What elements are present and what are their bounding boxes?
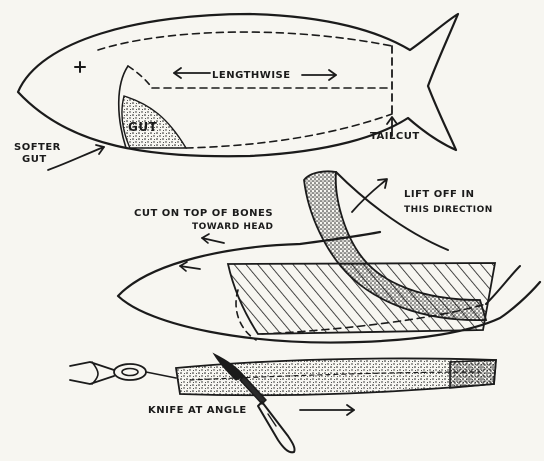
top-fish-ventral-dash xyxy=(186,114,392,148)
gut-label: GUT xyxy=(128,120,158,134)
lengthwise-arrow-right xyxy=(302,70,336,80)
toward-head-arrow-1 xyxy=(202,234,224,243)
knife-direction-arrow xyxy=(300,405,354,415)
top-fish-dorsal-dash xyxy=(98,32,392,50)
toward-head-arrow-2 xyxy=(180,262,200,271)
skin-fillet-dark-end xyxy=(450,360,496,388)
knife-at-angle-label: KNIFE AT ANGLE xyxy=(148,405,247,416)
cut-on-top-label-line2: TOWARD HEAD xyxy=(192,222,273,232)
middle-fish: CUT ON TOP OF BONES TOWARD HEAD LIFT OFF… xyxy=(118,171,540,342)
lift-off-label-line2: THIS DIRECTION xyxy=(404,205,493,215)
softer-gut-label-line1: SOFTER xyxy=(14,142,61,153)
cut-on-top-label-line1: CUT ON TOP OF BONES xyxy=(134,208,273,219)
softer-gut-label-line2: GUT xyxy=(22,154,47,165)
top-fish-head-dash xyxy=(128,66,152,88)
lengthwise-arrow-left xyxy=(174,68,210,78)
lengthwise-label: LENGTHWISE xyxy=(212,70,291,81)
lift-off-label-line1: LIFT OFF IN xyxy=(404,189,474,200)
tail-cut-label: TAILCUT xyxy=(370,131,420,142)
skinning-illustration: KNIFE AT ANGLE xyxy=(70,354,496,452)
clamp-pliers-icon xyxy=(70,362,176,384)
lift-off-arrow xyxy=(352,179,387,212)
cross-mark-icon xyxy=(75,62,85,72)
top-fish: LENGTHWISE GUT TAILCUT SOFTER GUT xyxy=(14,14,458,170)
